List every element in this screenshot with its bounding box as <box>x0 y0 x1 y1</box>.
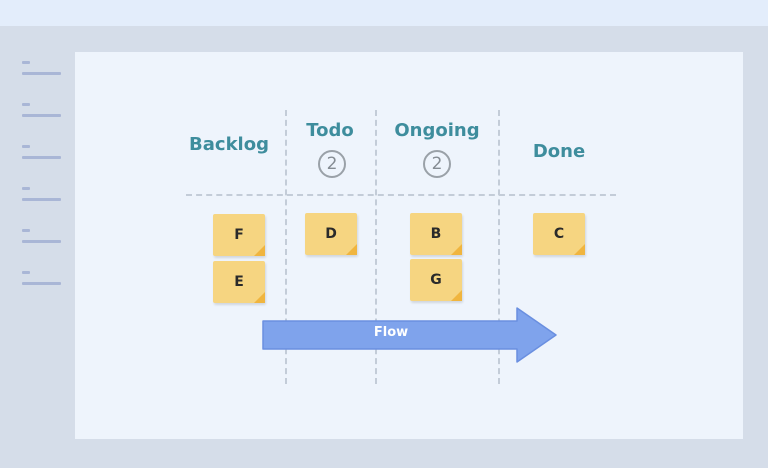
kanban-board <box>75 52 743 439</box>
sidebar-line <box>22 271 30 274</box>
sidebar-line <box>22 156 61 159</box>
card-d[interactable]: D <box>305 213 357 255</box>
flow-label: Flow <box>373 325 409 340</box>
sidebar-line <box>22 72 61 75</box>
card-b[interactable]: B <box>410 213 462 255</box>
wip-limit-todo: 2 <box>318 150 346 178</box>
sidebar-line <box>22 145 30 148</box>
sidebar-line <box>22 61 30 64</box>
column-title-done: Done <box>532 141 586 162</box>
sidebar-line <box>22 198 61 201</box>
card-f[interactable]: F <box>213 214 265 256</box>
card-label: F <box>234 227 244 243</box>
card-g[interactable]: G <box>410 259 462 301</box>
card-c[interactable]: C <box>533 213 585 255</box>
column-divider <box>498 110 500 384</box>
arrow-right-icon <box>262 307 557 363</box>
card-label: D <box>325 226 337 242</box>
sidebar-line <box>22 187 30 190</box>
card-label: B <box>430 226 442 242</box>
card-label: G <box>430 272 442 288</box>
top-bar <box>0 0 768 26</box>
card-label: E <box>234 274 244 290</box>
wip-limit-ongoing: 2 <box>423 150 451 178</box>
header-divider <box>186 194 616 196</box>
column-divider <box>375 110 377 384</box>
sidebar-line <box>22 240 61 243</box>
flow-arrow: Flow <box>262 307 558 363</box>
sidebar-line <box>22 103 30 106</box>
column-divider <box>285 110 287 384</box>
sidebar-line <box>22 114 61 117</box>
sidebar-line <box>22 282 61 285</box>
column-title-todo: Todo <box>306 120 354 141</box>
card-label: C <box>553 226 565 242</box>
card-e[interactable]: E <box>213 261 265 303</box>
sidebar-line <box>22 229 30 232</box>
column-title-backlog: Backlog <box>189 134 269 155</box>
column-title-ongoing: Ongoing <box>394 120 480 141</box>
